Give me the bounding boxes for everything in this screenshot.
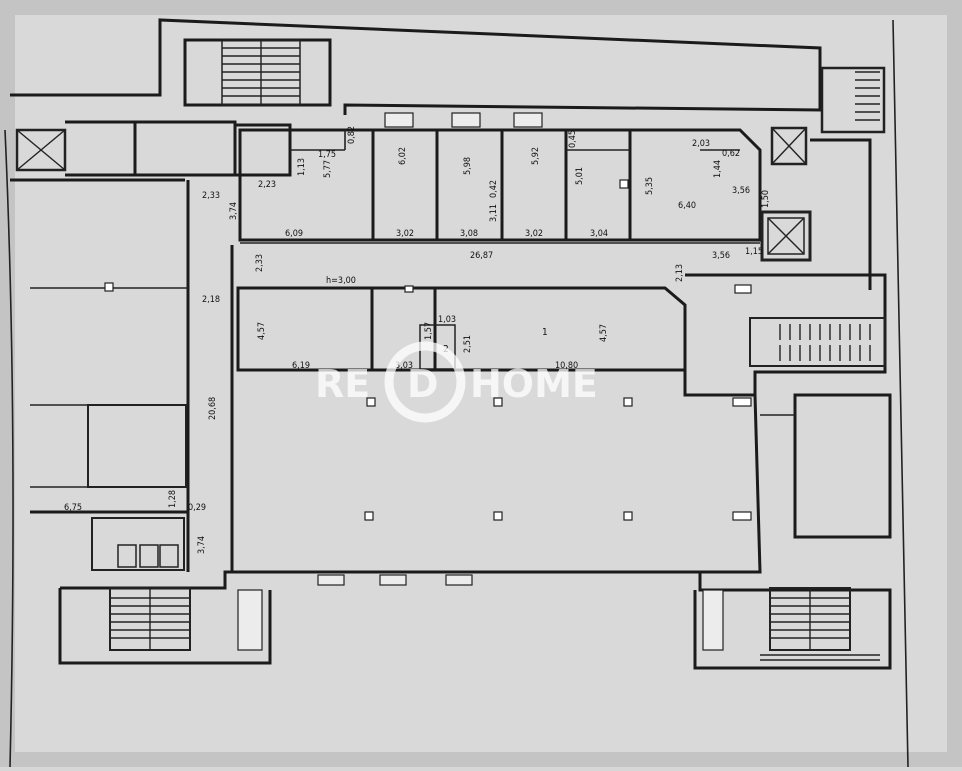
vertical-dimension-labels: 3,74 5,77 6,02 5,98 5,92 5,01 5,35 1,13 … [168, 126, 771, 554]
dim-3-03: 3,03 [395, 361, 413, 371]
dim-v-1-57: 1,57 [424, 322, 434, 340]
dim-v-1-44: 1,44 [713, 160, 723, 178]
dim-v-5-01: 5,01 [575, 167, 585, 185]
dim-3-56a: 3,56 [712, 251, 730, 261]
dim-3-02a: 3,02 [396, 229, 414, 239]
dim-3-04: 3,04 [590, 229, 608, 239]
dim-v-1-13: 1,13 [297, 158, 307, 176]
dim-v-20-68: 20,68 [208, 397, 218, 420]
dim-2-03: 2,03 [692, 139, 710, 149]
dim-v-1-50: 1,50 [761, 190, 771, 208]
dim-v-4-57a: 4,57 [257, 322, 267, 340]
dim-v-2-33: 2,33 [255, 254, 265, 272]
dim-v-3-74b: 3,74 [197, 536, 207, 554]
left-edge-line [4, 129, 14, 768]
elevator-right-top [770, 126, 808, 166]
dim-v-5-92: 5,92 [531, 147, 541, 165]
south-west-block [58, 588, 272, 665]
dim-v-2-51: 2,51 [463, 335, 473, 353]
dim-6-40: 6,40 [678, 201, 696, 211]
dim-2-33: 2,33 [202, 191, 220, 201]
watermark-circle [384, 341, 466, 423]
north-staircase [221, 39, 301, 106]
columns [104, 179, 752, 521]
right-escalator-hall [685, 273, 887, 395]
dim-v-0-82: 0,82 [347, 126, 357, 144]
height-label: h=3,00 [326, 276, 356, 286]
north-corridor-rooms [65, 120, 237, 177]
dim-3-08: 3,08 [460, 229, 478, 239]
dim-3-02b: 3,02 [525, 229, 543, 239]
dim-v-3-11: 3,11 [489, 204, 499, 222]
dim-v-5-77a: 5,77 [323, 160, 333, 178]
dim-6-19: 6,19 [292, 361, 310, 371]
dim-26-87: 26,87 [470, 251, 493, 261]
north-wall-outer [10, 18, 822, 115]
right-corridor-wall [810, 138, 872, 290]
dim-1-03: 1,03 [438, 315, 456, 325]
dim-v-0-45: 0,45 [568, 130, 578, 148]
dim-v-6-02: 6,02 [398, 147, 408, 165]
watermark-text-left: RE [315, 362, 370, 406]
dim-6-75: 6,75 [64, 503, 82, 513]
staircase-south-west [109, 587, 191, 651]
dim-2-23: 2,23 [258, 180, 276, 190]
staircase-right-top [820, 66, 886, 134]
dim-v-2-13: 2,13 [675, 264, 685, 282]
watermark-logo: RE D HOME [315, 341, 598, 423]
dim-2-18: 2,18 [202, 295, 220, 305]
south-wall [60, 570, 892, 670]
dim-0-29: 0,29 [188, 503, 206, 513]
wc-block [91, 517, 185, 571]
top-shops-outline [238, 128, 762, 242]
watermark-text-right: HOME [470, 362, 598, 406]
dim-3-56b: 3,56 [732, 186, 750, 196]
dim-v-4-57b: 4,57 [599, 324, 609, 342]
dimension-labels: 6,09 3,02 3,08 3,02 3,04 26,87 3,56 1,15… [64, 139, 763, 513]
middle-shops-outline [236, 286, 687, 372]
dim-0-62: 0,62 [722, 149, 740, 159]
dim-1-15: 1,15 [745, 247, 763, 257]
elevator-right-lower [760, 210, 812, 262]
elevator-top-left [15, 128, 67, 172]
dim-v-5-35: 5,35 [645, 177, 655, 195]
staircase-south-east [769, 587, 851, 651]
dim-v-0-42: 0,42 [489, 180, 499, 198]
dim-v-3-74a: 3,74 [229, 202, 239, 220]
right-edge-line [892, 19, 909, 768]
top-windows [384, 112, 543, 128]
dim-1-75: 1,75 [318, 150, 336, 160]
room-number-1: 1 [542, 327, 548, 338]
dim-10-80: 10,80 [555, 361, 578, 371]
south-windows [237, 574, 724, 651]
watermark-badge: D [407, 362, 439, 406]
dim-6-09: 6,09 [285, 229, 303, 239]
right-room [793, 393, 892, 539]
dim-v-1-28: 1,28 [168, 490, 178, 508]
escalators [749, 317, 886, 367]
dim-v-5-98: 5,98 [463, 157, 473, 175]
